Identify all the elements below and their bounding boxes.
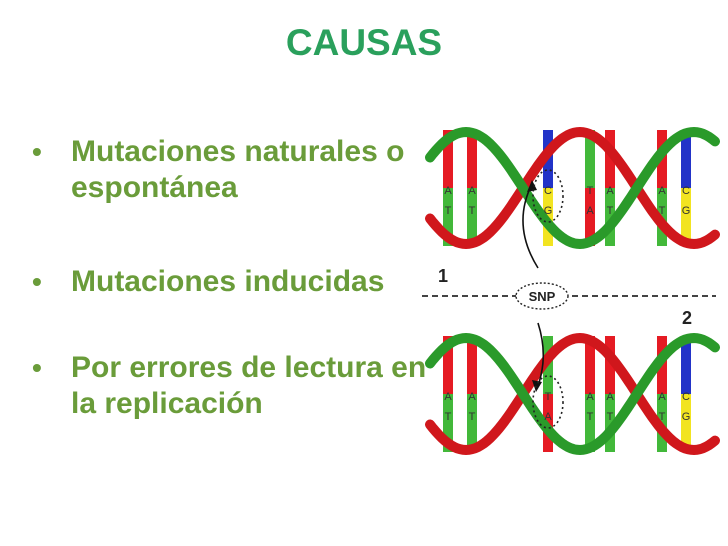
base-bar-top — [605, 336, 615, 394]
base-bar-top — [467, 130, 477, 188]
base-bar-bottom — [467, 188, 477, 246]
base-letter-bottom: T — [469, 205, 476, 217]
slide-title: CAUSAS — [285, 22, 443, 63]
base-letter-top: A — [444, 391, 452, 403]
base-letter-bottom: A — [586, 205, 594, 217]
base-letter-bottom: T — [659, 411, 666, 423]
base-bar-top — [585, 130, 595, 188]
base-letter-top: A — [586, 391, 594, 403]
snp-label: SNP — [529, 289, 556, 304]
base-letter-bottom: T — [607, 411, 614, 423]
base-bar-top — [443, 336, 453, 394]
base-letter-top: C — [682, 391, 690, 403]
base-bar-bottom — [681, 394, 691, 452]
helix-backbone — [425, 126, 720, 250]
base-letter-bottom: T — [445, 205, 452, 217]
strand-2-label: 2 — [682, 308, 692, 328]
bullet-item: • Mutaciones inducidas — [30, 264, 430, 300]
base-bar-bottom — [681, 188, 691, 246]
bullet-dot: • — [32, 136, 42, 167]
base-letter-top: T — [587, 185, 594, 197]
helix-backbone — [425, 126, 720, 250]
base-bar-bottom — [443, 188, 453, 246]
base-letter-bottom: G — [544, 205, 553, 217]
snp-badge — [515, 282, 569, 310]
helix-backbone — [425, 332, 720, 456]
base-letter-top: C — [544, 185, 552, 197]
base-bar-top — [681, 130, 691, 188]
bullet-item: • Por errores de lectura en la replicació… — [30, 350, 430, 422]
bullet-text: Mutaciones inducidas — [71, 265, 385, 298]
base-letter-top: T — [545, 391, 552, 403]
base-letter-bottom: G — [682, 411, 691, 423]
base-bar-bottom — [467, 394, 477, 452]
base-letter-bottom: T — [607, 205, 614, 217]
base-bar-bottom — [605, 394, 615, 452]
base-bar-top — [467, 336, 477, 394]
base-bar-top — [681, 336, 691, 394]
snp-highlight-top — [532, 169, 564, 223]
base-letter-bottom: T — [469, 411, 476, 423]
base-bar-bottom — [585, 188, 595, 246]
base-letter-top: A — [606, 185, 614, 197]
base-letter-top: A — [658, 391, 666, 403]
snp-highlight-bottom — [532, 375, 564, 429]
base-bar-top — [605, 130, 615, 188]
base-bar-bottom — [605, 188, 615, 246]
base-letter-top: A — [468, 185, 476, 197]
base-letter-bottom: A — [544, 411, 552, 423]
bullet-text: Mutaciones naturales o espontánea — [71, 135, 405, 204]
base-letter-top: A — [468, 391, 476, 403]
base-letter-bottom: T — [659, 205, 666, 217]
base-letter-top: A — [658, 185, 666, 197]
base-letter-top: A — [444, 185, 452, 197]
base-letter-top: C — [682, 185, 690, 197]
base-bar-top — [585, 336, 595, 394]
helix-backbone — [425, 332, 720, 456]
bullet-text: Por errores de lectura en la replicación — [71, 351, 427, 420]
bullet-list: • Mutaciones naturales o espontánea • Muta… — [30, 134, 430, 422]
base-letter-bottom: T — [587, 411, 594, 423]
strand-1-label: 1 — [438, 266, 448, 286]
bullet-item: • Mutaciones naturales o espontánea — [30, 134, 430, 206]
base-letter-top: A — [606, 391, 614, 403]
base-letter-bottom: T — [445, 411, 452, 423]
base-bar-bottom — [585, 394, 595, 452]
base-bar-bottom — [443, 394, 453, 452]
snp-arrow-down — [537, 322, 545, 387]
base-letter-bottom: G — [682, 205, 691, 217]
base-bar-top — [443, 130, 453, 188]
snp-arrow-up-head — [527, 180, 537, 192]
bullet-dot: • — [32, 352, 42, 383]
bullet-dot: • — [32, 266, 42, 297]
